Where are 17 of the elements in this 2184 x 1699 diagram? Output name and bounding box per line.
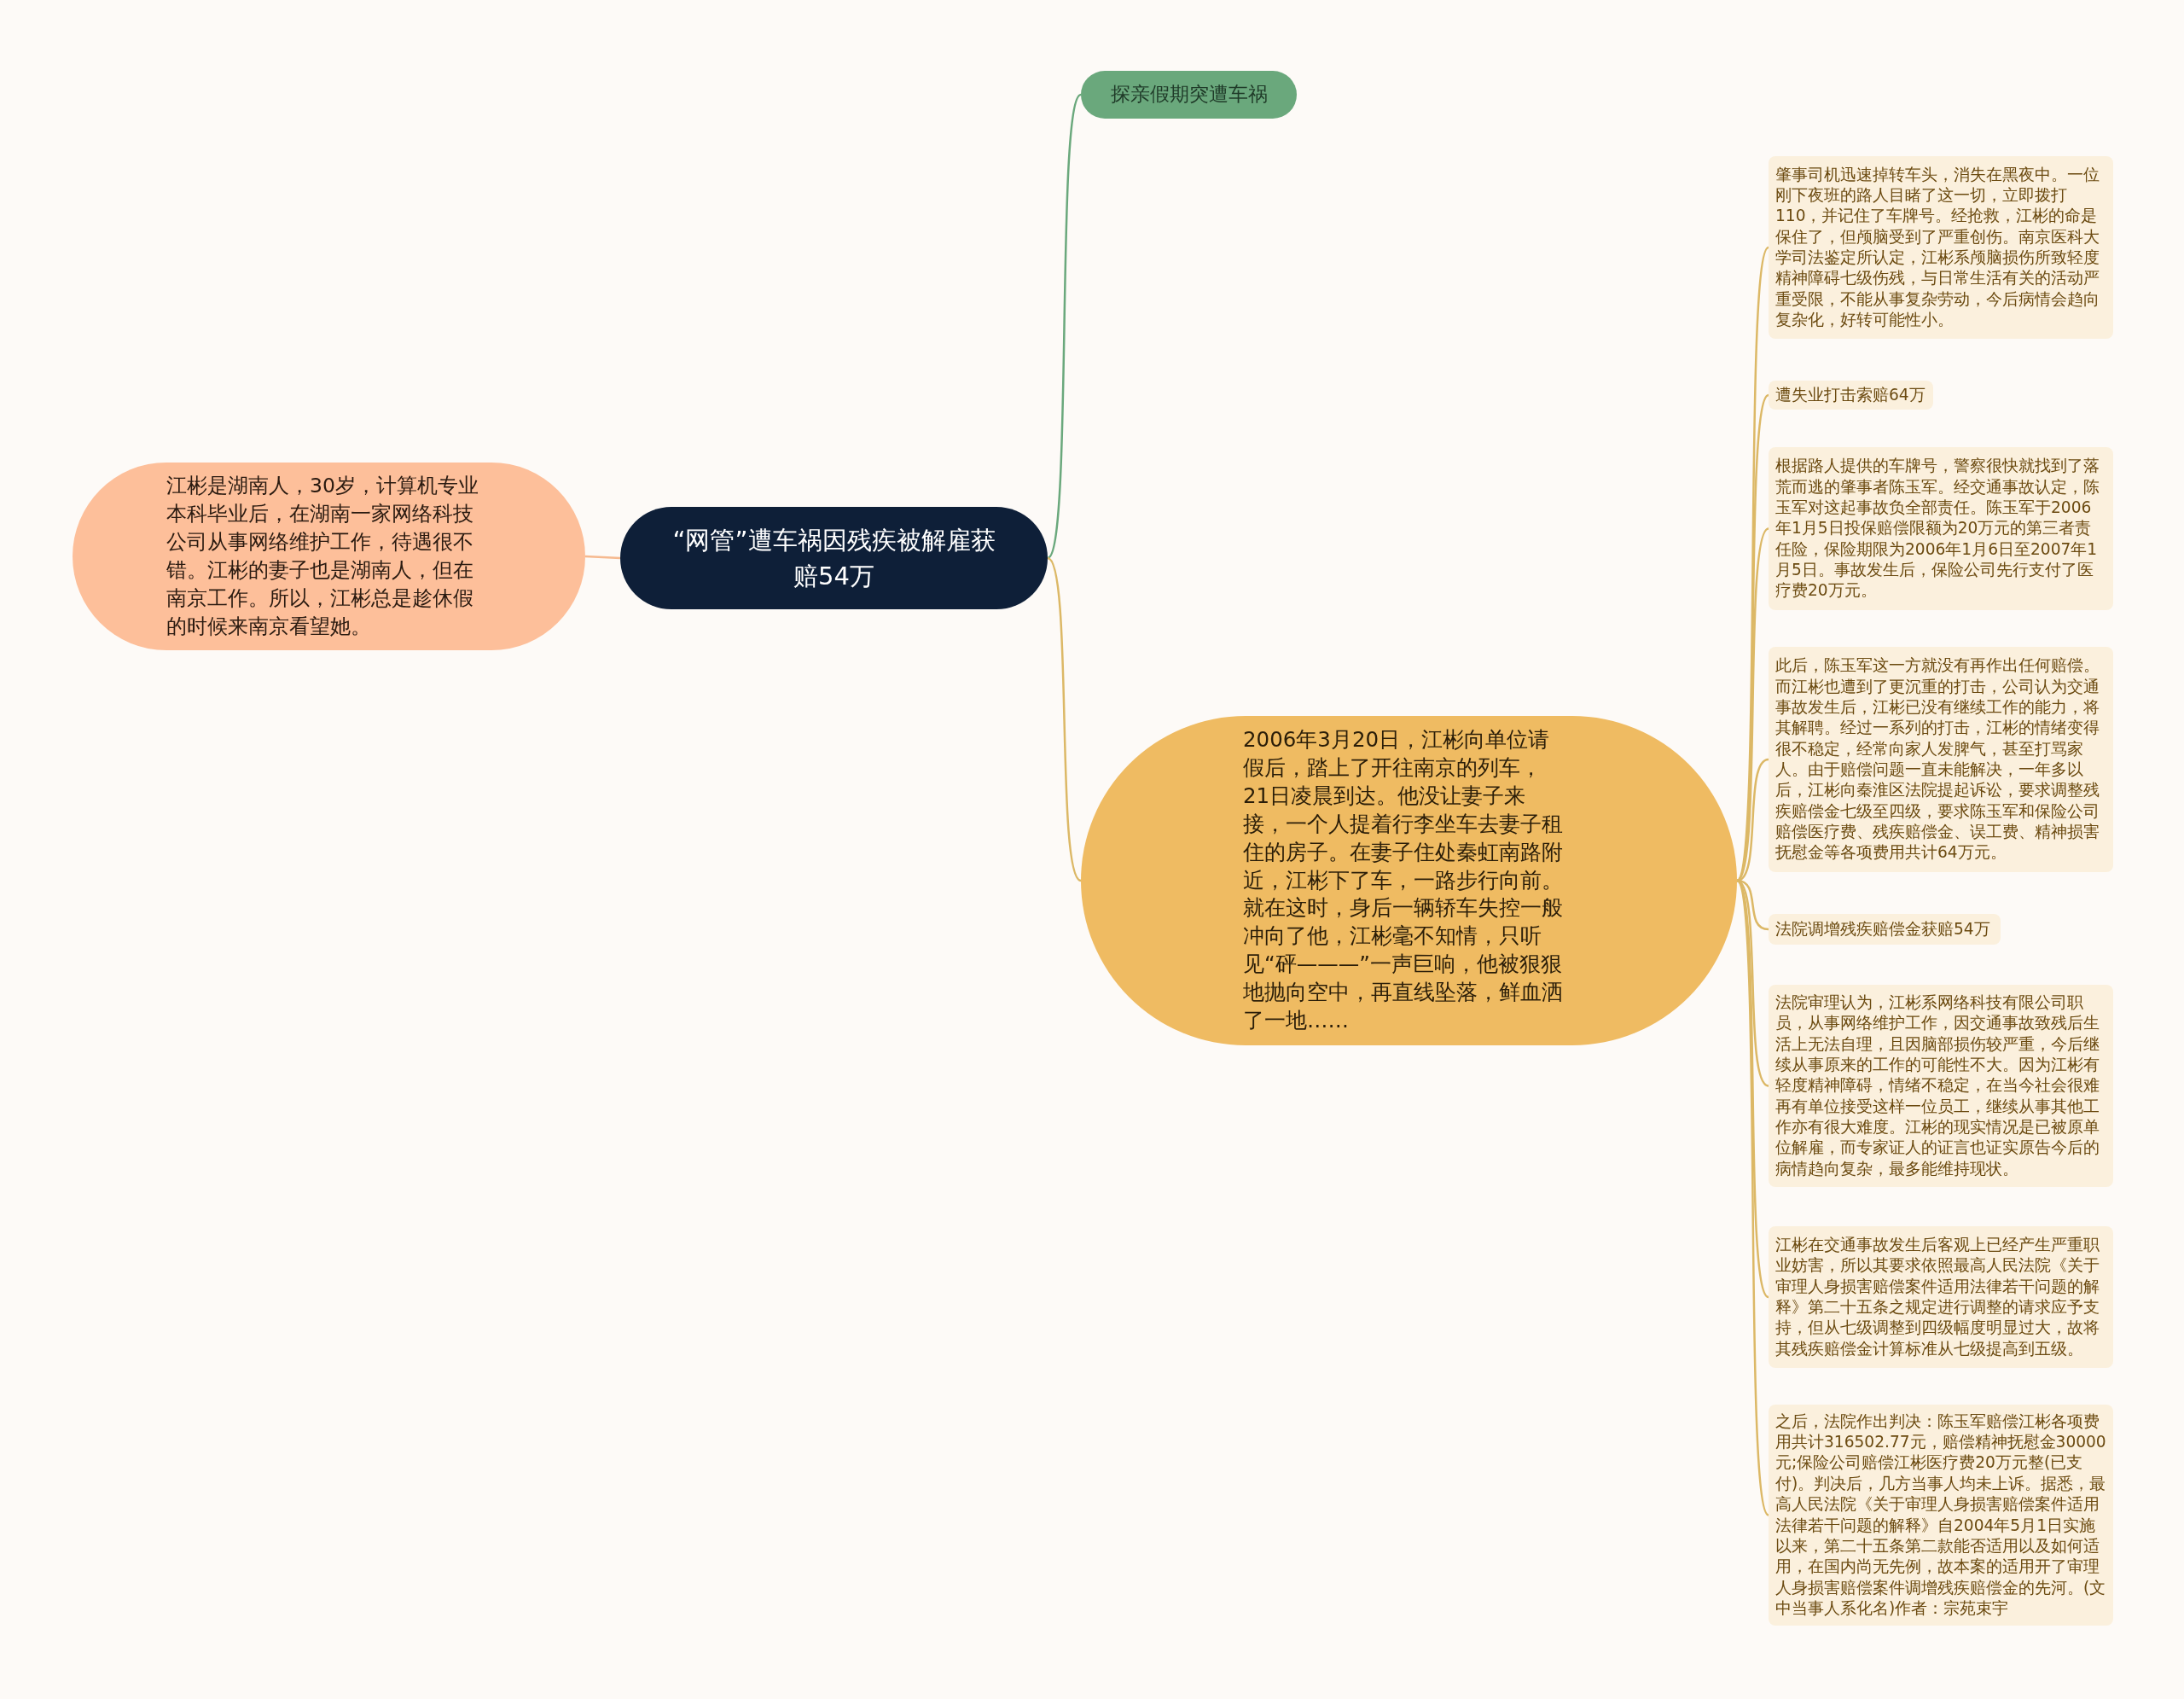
note-box: 肇事司机迅速掉转车头，消失在黑夜中。一位刚下夜班的路人目睹了这一切，立即拨打110，并记住了车牌号。经抢救，江彬的命是保住了，但颅脑受到了严重创伤。南京医科大学司法鉴定所认定，江彬系颅脑损伤所致轻度精神障碍七级伤残，与日常生活有关的活动严重受限，不能从事复杂劳动，今后病情会趋向复杂化，好转可能性小。 bbox=[1769, 156, 2113, 339]
topic-box: 探亲假期突遭车祸 bbox=[1081, 71, 1297, 119]
topic-box: 2006年3月20日，江彬向单位请假后，踏上了开往南京的列车，21日凌晨到达。他没让妻子来接，一个人提着行李坐车去妻子租住的房子。在妻子住处秦虹南路附近，江彬下了车，一路步行向前。就在这时，身后一辆轿车失控一般冲向了他，江彬毫不知情，只听见“砰———”一声巨响，他被狠狠地抛向空中，再直线坠落，鲜血洒了一地…… bbox=[1081, 716, 1737, 1045]
connector-line bbox=[584, 555, 621, 560]
topic-box: 江彬是湖南人，30岁，计算机专业本科毕业后，在湖南一家网络科技公司从事网络维护工作，待遇很不错。江彬的妻子也是湖南人，但在南京工作。所以，江彬总是趁休假的时候来南京看望她。 bbox=[73, 463, 585, 650]
note-box: 法院审理认为，江彬系网络科技有限公司职员，从事网络维护工作，因交通事故致残后生活上无法自理，且因脑部损伤较严重，今后继续从事原来的工作的可能性不大。因为江彬有轻度精神障碍，情绪不稳定，在当今社会很难再有单位接受这样一位员工，继续从事其他工作亦有很大难度。江彬的现实情况是已被原单位解雇，而专家证人的证言也证实原告今后的病情趋向复杂，最多能维持现状。 bbox=[1769, 985, 2113, 1187]
connector-line bbox=[1046, 94, 1083, 559]
connector-line bbox=[1047, 557, 1082, 882]
topic-box: “网管”遭车祸因残疾被解雇获赔54万 bbox=[620, 507, 1048, 609]
note-box: 此后，陈玉军这一方就没有再作出任何赔偿。而江彬也遭到了更沉重的打击，公司认为交通事故发生后，江彬已没有继续工作的能力，将其解聘。经过一系列的打击，江彬的情绪变得很不稳定，经常向家人发脾气，甚至打骂家人。由于赔偿问题一直未能解决，一年多以后，江彬向秦淮区法院提起诉讼，要求调整残疾赔偿金七级至四级，要求陈玉军和保险公司赔偿医疗费、残疾赔偿金、误工费、精神损害抚慰金等各项费用共计64万元。 bbox=[1769, 647, 2113, 872]
connector-line bbox=[1735, 394, 1770, 882]
note-box: 之后，法院作出判决：陈玉军赔偿江彬各项费用共计316502.77元，赔偿精神抚慰金30000元;保险公司赔偿江彬医疗费20万元整(已支付)。判决后，几方当事人均未上诉。据悉，最高人民法院《关于审理人身损害赔偿案件适用法律若干问题的解释》自2004年5月1日实施以来，第二十五条第二款能否适用以及如何适用，在国内尚无先例，故本案的适用开了审理人身损害赔偿案件调增残疾赔偿金的先河。(文中当事人系化名)作者：宗苑束宇 bbox=[1769, 1405, 2113, 1626]
note-box: 法院调增残疾赔偿金获赔54万 bbox=[1769, 914, 2001, 945]
connector-line bbox=[1735, 880, 1770, 1516]
note-box: 江彬在交通事故发生后客观上已经产生严重职业妨害，所以其要求依照最高人民法院《关于审理人身损害赔偿案件适用法律若干问题的解释》第二十五条之规定进行调整的请求应予支持，但从七级调整到四级幅度明显过大，故将其残疾赔偿金计算标准从七级提高到五级。 bbox=[1769, 1226, 2113, 1368]
note-box: 根据路人提供的车牌号，警察很快就找到了落荒而逃的肇事者陈玉军。经交通事故认定，陈玉军对这起事故负全部责任。陈玉军于2006年1月5日投保赔偿限额为20万元的第三者责任险，保险期限为2006年1月6日至2007年1月5日。事故发生后，保险公司先行支付了医疗费20万元。 bbox=[1769, 447, 2113, 610]
note-box: 遭失业打击索赔64万 bbox=[1769, 381, 1933, 410]
